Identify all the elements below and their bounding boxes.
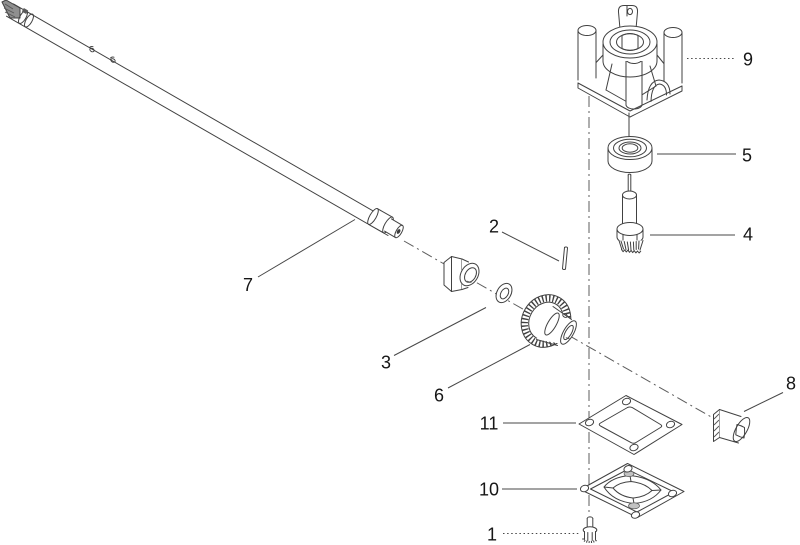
callout-6-label: 6 — [434, 386, 444, 406]
callout-4-label: 4 — [743, 225, 753, 245]
callout-1-label: 1 — [487, 525, 497, 545]
part-bevel-gear — [520, 294, 577, 348]
part-gear-housing — [577, 5, 683, 118]
callout-8-leader — [743, 392, 784, 412]
part-bushing — [713, 409, 751, 444]
callout-4: 4 — [650, 225, 753, 245]
part-bolt — [582, 516, 598, 544]
part-thrust-washer — [495, 282, 513, 304]
callout-6: 6 — [434, 344, 531, 406]
part-pinion-gear-shaft — [616, 173, 644, 254]
callout-7: 7 — [243, 219, 356, 295]
callout-3: 3 — [381, 307, 487, 373]
callout-3-label: 3 — [381, 353, 391, 373]
part-gasket — [578, 395, 683, 455]
callout-10-label: 10 — [479, 480, 499, 500]
callout-5-label: 5 — [742, 146, 752, 166]
callout-2: 2 — [489, 217, 560, 262]
part-cover-plate — [579, 463, 685, 519]
callout-11: 11 — [480, 414, 576, 434]
callout-6-leader — [447, 344, 531, 389]
part-roll-pin — [562, 246, 568, 271]
part-ball-bearing — [607, 136, 653, 173]
callout-7-label: 7 — [243, 275, 253, 295]
callout-11-label: 11 — [480, 414, 499, 434]
callout-2-label: 2 — [489, 217, 499, 237]
callout-8: 8 — [743, 374, 796, 412]
callout-2-leader — [501, 231, 560, 262]
callout-9-label: 9 — [743, 50, 753, 70]
part-axle-shaft — [1, 0, 404, 239]
callout-7-leader — [257, 219, 356, 278]
callout-5: 5 — [657, 146, 752, 166]
part-flange-bushing — [443, 256, 480, 292]
callout-9: 9 — [687, 50, 753, 70]
callout-1: 1 — [487, 525, 579, 545]
callout-10: 10 — [479, 480, 577, 500]
callout-8-label: 8 — [786, 374, 796, 394]
callout-3-leader — [393, 307, 487, 356]
